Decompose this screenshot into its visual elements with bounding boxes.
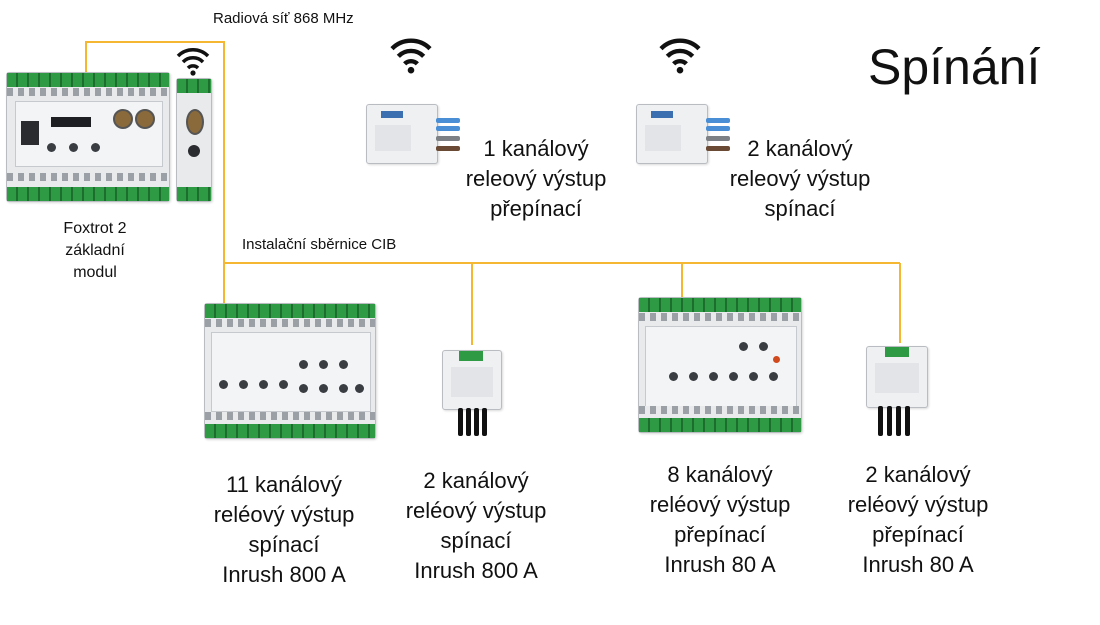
page-title: Spínání [868, 39, 1041, 95]
relay-module-2ch-box [866, 346, 928, 408]
radio-network-label: Radiová síť 868 MHz [213, 10, 354, 27]
wifi-icon [390, 38, 432, 74]
radio-module [176, 78, 212, 202]
wireless-relay-device [636, 104, 708, 164]
bus-device-caption: 2 kanálový reléový výstup spínací Inrush… [405, 468, 547, 583]
relay-module-8ch [638, 297, 802, 433]
bus-device-caption: 11 kanálový reléový výstup spínací Inrus… [213, 472, 355, 587]
bus-device-caption: 8 kanálový reléový výstup přepínací Inru… [649, 462, 791, 577]
base-module-caption: Foxtrot 2 základní modul [63, 220, 127, 281]
relay-module-11ch [204, 303, 376, 439]
radio-antenna-line [85, 41, 225, 263]
wireless-device-caption: 2 kanálový releový výstup spínací [729, 136, 871, 221]
wifi-icon [659, 38, 701, 74]
wireless-relay-device [366, 104, 438, 164]
wireless-device-caption: 1 kanálový releový výstup přepínací [465, 136, 607, 221]
relay-module-2ch-box [442, 350, 502, 410]
wifi-icon [176, 48, 210, 76]
cib-bus-label: Instalační sběrnice CIB [242, 236, 397, 253]
bus-device-caption: 2 kanálový reléový výstup přepínací Inru… [847, 462, 989, 577]
foxtrot-base-module [6, 72, 170, 202]
